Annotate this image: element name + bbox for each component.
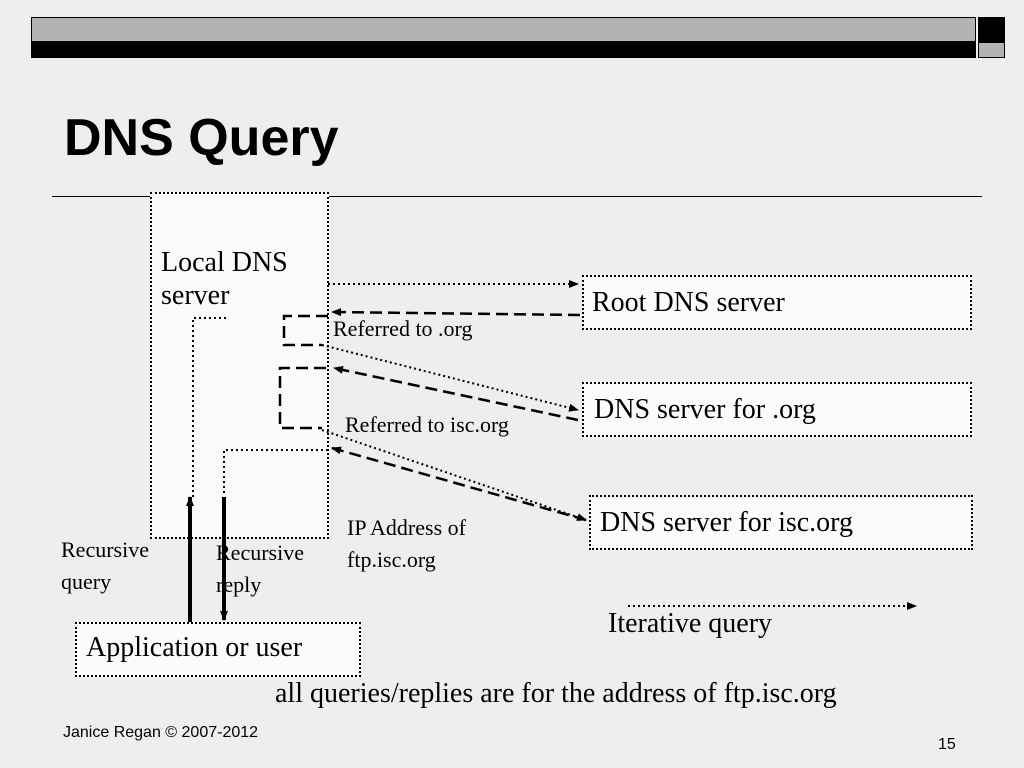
org-dns-box — [582, 382, 972, 437]
app-box — [75, 622, 361, 677]
iterative-query-org-arrow — [321, 344, 579, 412]
header-corner-dark — [978, 17, 1005, 42]
slide-title: DNS Query — [64, 109, 339, 167]
reply-isc-arrow — [331, 446, 587, 522]
root-dns-box — [582, 275, 972, 330]
referred-org-label: Referred to .org — [333, 316, 473, 341]
iterative-query-isc-arrow — [321, 429, 587, 521]
loop-connector-1 — [282, 314, 328, 347]
header-corner-light — [978, 42, 1005, 58]
title-underline — [52, 196, 982, 197]
recursive-reply-inner-path — [223, 449, 328, 495]
reply-root-arrow — [331, 308, 581, 317]
footer-author: Janice Regan © 2007-2012 — [63, 724, 259, 741]
header-bar-dark — [31, 42, 976, 58]
reply-org-arrow — [333, 365, 579, 422]
local-dns-label: Local DNS server — [161, 247, 288, 311]
recursive-query-inner-path — [192, 317, 226, 497]
org-dns-label: DNS server for .org — [594, 394, 816, 425]
app-label: Application or user — [86, 632, 303, 663]
query-note: all queries/replies are for the address … — [275, 678, 837, 709]
page-number: 15 — [938, 736, 956, 753]
isc-dns-label: DNS server for isc.org — [600, 507, 853, 538]
local-dns-box — [150, 192, 329, 539]
loop-connector-2 — [278, 366, 326, 430]
ip-address-label: IP Address of ftp.isc.org — [347, 515, 466, 572]
recursive-reply-label: Recursive reply — [216, 540, 304, 597]
referred-isc-label: Referred to isc.org — [345, 412, 509, 437]
iterative-legend-label: Iterative query — [608, 608, 773, 639]
header-bar-light — [31, 17, 976, 42]
isc-dns-box — [589, 495, 973, 550]
root-dns-label: Root DNS server — [592, 287, 785, 318]
recursive-query-label: Recursive query — [61, 537, 149, 594]
